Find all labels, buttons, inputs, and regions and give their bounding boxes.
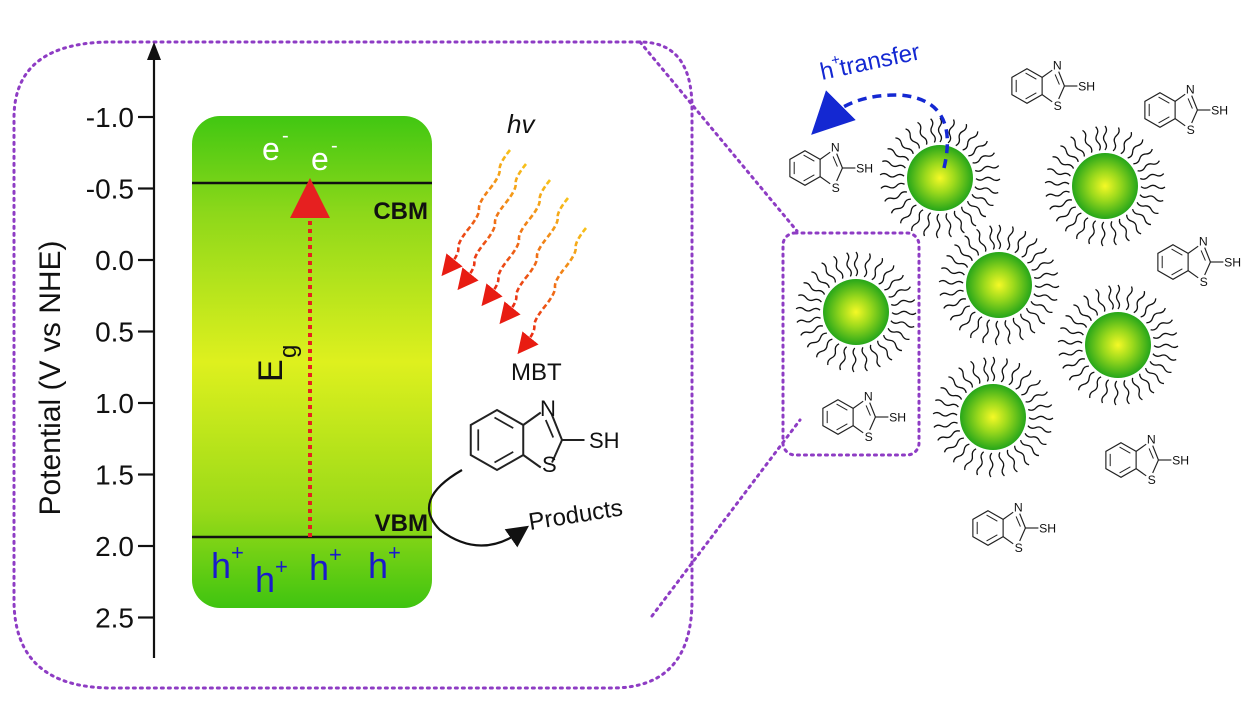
- hole-1: h +: [211, 540, 244, 586]
- mbt-molecule-small: N S SH: [1105, 432, 1189, 487]
- electron-2: e -: [311, 135, 338, 177]
- y-axis-arrow: [147, 42, 161, 60]
- svg-text:N: N: [1199, 234, 1208, 248]
- y-tick-label: 1.0: [95, 388, 134, 419]
- light-wave: [481, 179, 552, 307]
- y-tick-label: -1.0: [86, 102, 134, 133]
- svg-text:+: +: [231, 540, 244, 565]
- light-label: hv: [507, 109, 536, 139]
- mbt-n-label: N: [540, 396, 556, 421]
- nanoparticle: [932, 356, 1054, 478]
- hole-4: h +: [368, 540, 401, 586]
- callout-connector-bottom: [650, 418, 802, 618]
- svg-text:S: S: [1200, 275, 1208, 289]
- mbt-molecule-small: N S SH: [789, 140, 873, 195]
- svg-text:SH: SH: [1224, 255, 1241, 269]
- callout-outline: [12, 40, 694, 690]
- nanoparticle: [1057, 284, 1179, 406]
- svg-text:SH: SH: [1078, 79, 1095, 93]
- svg-text:SH: SH: [889, 410, 906, 424]
- nanoparticle: [1044, 125, 1166, 247]
- mbt-molecule-small: N S SH: [1011, 58, 1095, 113]
- nanoparticle: [938, 224, 1060, 346]
- svg-text:N: N: [864, 389, 873, 403]
- svg-text:N: N: [1186, 82, 1195, 96]
- light-wave: [517, 227, 588, 355]
- light-waves: [441, 149, 588, 355]
- hole-3: h +: [309, 542, 342, 588]
- mbt-s-label: S: [542, 452, 557, 477]
- svg-text:-: -: [282, 125, 289, 147]
- svg-text:N: N: [1053, 58, 1062, 72]
- light-wave: [499, 197, 570, 325]
- h-transfer-arrow: [811, 90, 950, 169]
- svg-text:-: -: [331, 135, 338, 157]
- svg-text:S: S: [1015, 541, 1023, 555]
- y-tick-label: 2.5: [95, 603, 134, 634]
- y-axis-ticks: -1.0 -0.5 0.0 0.5 1.0 1.5 2.0 2.5: [86, 102, 154, 634]
- svg-text:h: h: [211, 545, 231, 586]
- svg-text:h: h: [818, 57, 837, 86]
- h-transfer-label: h + transfer: [818, 38, 923, 86]
- svg-text:N: N: [831, 140, 840, 154]
- svg-text:SH: SH: [856, 161, 873, 175]
- svg-text:E: E: [252, 359, 290, 382]
- y-tick-label: 0.0: [95, 245, 134, 276]
- mbt-molecule-small: N S SH: [822, 389, 906, 444]
- hole-2: h +: [255, 554, 288, 600]
- mbt-molecules-right: N S SH N S SH N S SH N S SH N S SH N S SH N S SH: [789, 58, 1241, 555]
- mbt-molecule-small: N S SH: [1157, 234, 1241, 289]
- svg-text:transfer: transfer: [837, 38, 922, 81]
- nanoparticle: [879, 117, 1001, 239]
- vbm-label: VBM: [375, 510, 428, 537]
- svg-text:S: S: [1148, 473, 1156, 487]
- svg-text:SH: SH: [1172, 453, 1189, 467]
- products-label: Products: [527, 494, 625, 535]
- svg-text:SH: SH: [1039, 521, 1056, 535]
- mbt-sh-label: SH: [589, 428, 620, 453]
- svg-text:e: e: [262, 131, 280, 167]
- svg-text:h: h: [309, 547, 329, 588]
- svg-text:+: +: [275, 554, 288, 579]
- svg-text:+: +: [830, 51, 842, 69]
- svg-text:h: h: [368, 545, 388, 586]
- svg-text:h: h: [255, 559, 275, 600]
- y-axis-label: Potential (V vs NHE): [34, 240, 67, 515]
- svg-text:S: S: [1054, 99, 1062, 113]
- nanoparticle-cluster: [795, 117, 1179, 478]
- svg-text:+: +: [329, 542, 342, 567]
- svg-text:N: N: [1147, 432, 1156, 446]
- svg-text:e: e: [311, 141, 329, 177]
- band-gap-label: E g: [252, 345, 302, 382]
- svg-text:+: +: [388, 540, 401, 565]
- y-tick-label: 1.5: [95, 460, 134, 491]
- y-tick-label: -0.5: [86, 174, 134, 205]
- mbt-molecule-main: [469, 409, 586, 471]
- y-tick-label: 2.0: [95, 531, 134, 562]
- cbm-label: CBM: [373, 198, 428, 225]
- svg-text:S: S: [865, 430, 873, 444]
- svg-text:SH: SH: [1211, 103, 1228, 117]
- y-tick-label: 0.5: [95, 317, 134, 348]
- svg-text:S: S: [1187, 123, 1195, 137]
- svg-text:S: S: [832, 181, 840, 195]
- svg-text:N: N: [1014, 500, 1023, 514]
- products-arrow: [428, 469, 530, 548]
- semiconductor-band: [192, 116, 432, 608]
- zoom-box: [781, 231, 921, 457]
- light-wave: [457, 163, 528, 291]
- electron-1: e -: [262, 125, 289, 167]
- callout-connector-top: [638, 40, 799, 233]
- mbt-molecule-small: N S SH: [1144, 82, 1228, 137]
- light-wave: [441, 149, 512, 277]
- mbt-name: MBT: [511, 359, 562, 386]
- nanoparticle: [795, 251, 917, 373]
- mbt-molecule-small: N S SH: [972, 500, 1056, 555]
- svg-text:g: g: [275, 345, 302, 358]
